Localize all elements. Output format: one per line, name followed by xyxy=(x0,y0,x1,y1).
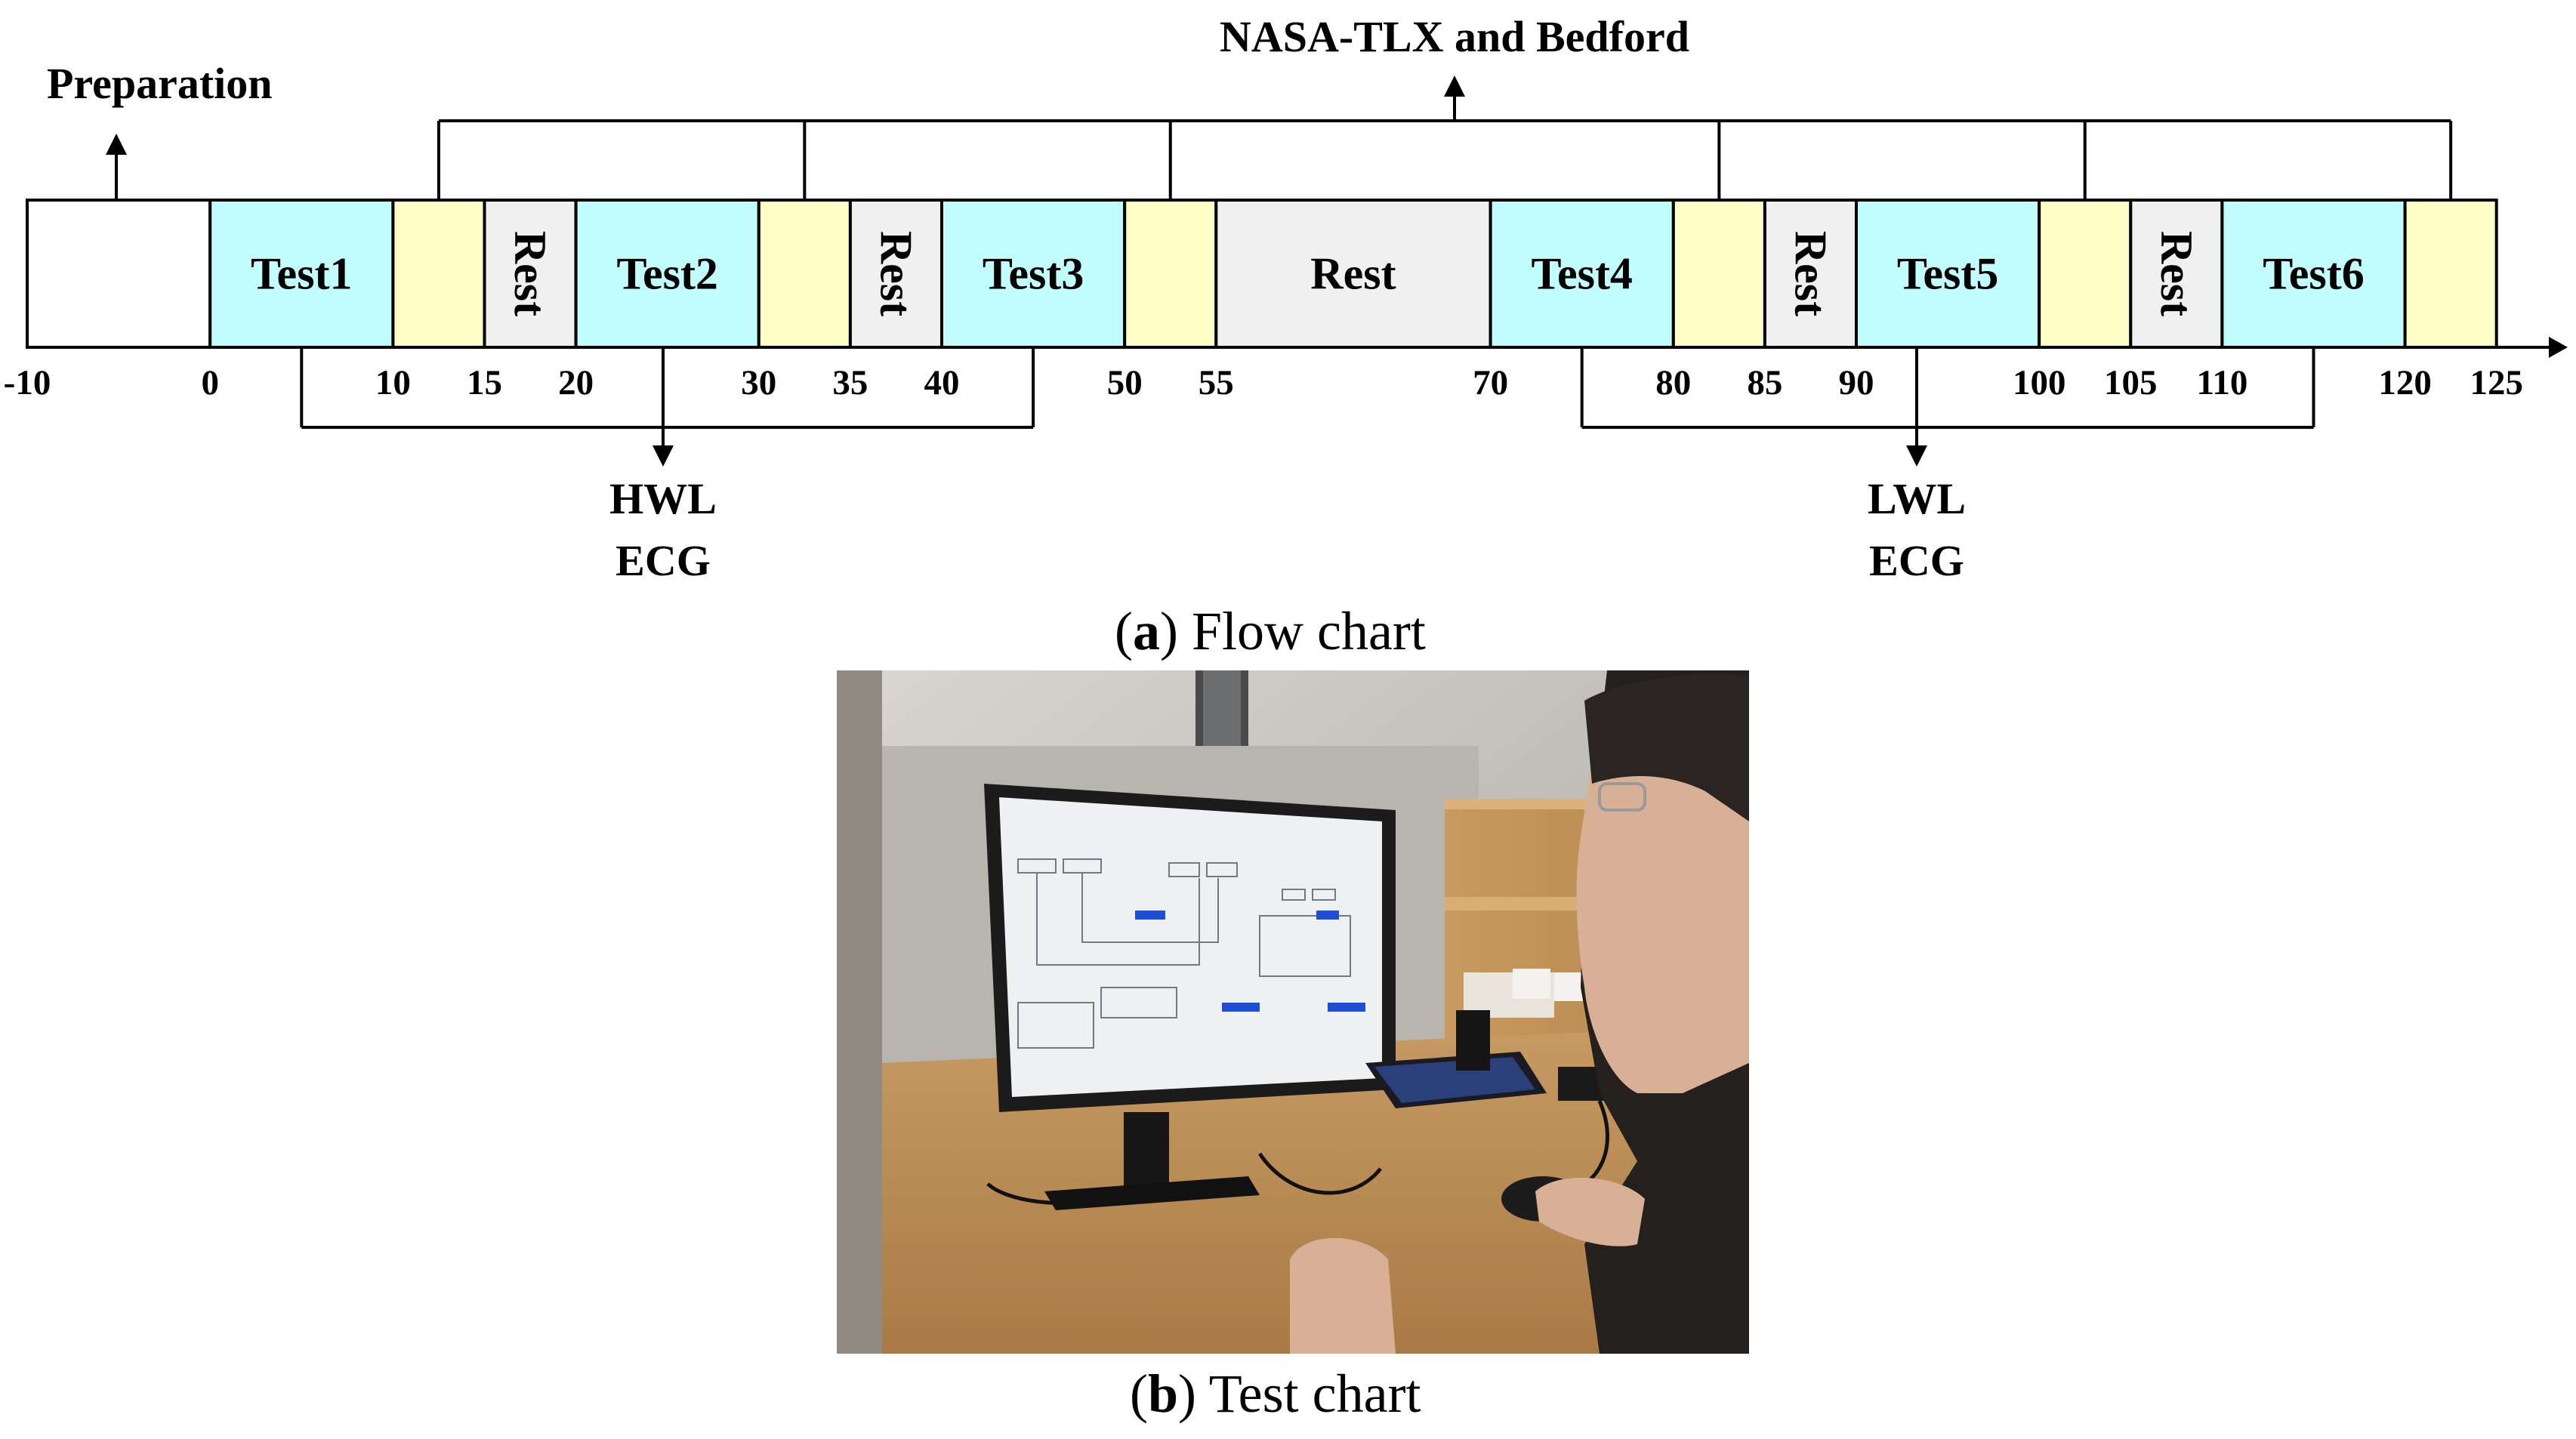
caption-a-text: Flow chart xyxy=(1191,601,1426,661)
segment-rest xyxy=(1214,199,1492,349)
questionnaire-label: NASA-TLX and Bedford xyxy=(1220,12,1689,61)
tick-label: 70 xyxy=(1473,363,1508,402)
caption-a: (a) Flow chart xyxy=(1115,601,1426,661)
tick-label: 100 xyxy=(2013,363,2066,402)
caption-b-letter: b xyxy=(1147,1364,1179,1424)
timeline-segments: Test1 Rest Test2 Rest Test3 Rest Test4 Rest Test… xyxy=(26,199,2498,349)
tick-label: 105 xyxy=(2104,363,2158,402)
tick-label: 120 xyxy=(2378,363,2432,402)
segment-label: Rest xyxy=(1785,231,1835,316)
tick-label: 15 xyxy=(467,363,502,402)
segment-survey xyxy=(757,199,852,349)
segment-rest xyxy=(2129,199,2224,349)
tick-label: 30 xyxy=(741,363,776,402)
segment-label: Rest xyxy=(505,231,555,316)
tick-label: 20 xyxy=(558,363,594,402)
tick-label: 40 xyxy=(924,363,960,402)
segment-survey xyxy=(391,199,486,349)
tick-label: 10 xyxy=(375,363,411,402)
segment-test xyxy=(208,199,395,349)
caption-b-text: Test chart xyxy=(1208,1364,1421,1424)
arrow-down-icon xyxy=(1906,445,1927,467)
segment-label: Test4 xyxy=(1531,249,1632,299)
group-label: ECG xyxy=(1869,536,1964,585)
segment-label: Test5 xyxy=(1897,249,1998,299)
segment-label: Test2 xyxy=(616,249,717,299)
experiment-flow-chart: Test1 Rest Test2 Rest Test3 Rest Test4 Rest Test… xyxy=(4,12,2568,585)
axis-arrow-icon xyxy=(2549,337,2568,358)
tick-label: 85 xyxy=(1747,363,1782,402)
arrow-down-icon xyxy=(652,445,674,467)
segment-prep xyxy=(26,199,212,349)
tick-label: 90 xyxy=(1839,363,1874,402)
segment-label: Test3 xyxy=(983,249,1084,299)
tick-label: 55 xyxy=(1199,363,1234,402)
tick-label: -10 xyxy=(4,363,51,402)
tick-label: 110 xyxy=(2196,363,2247,402)
segment-rest xyxy=(483,199,578,349)
segment-rest xyxy=(1763,199,1858,349)
segment-test xyxy=(574,199,760,349)
wall-socket xyxy=(1513,969,1550,999)
tick-label: 50 xyxy=(1107,363,1143,402)
segment-label: Rest xyxy=(871,231,921,316)
tablet xyxy=(1365,1010,1547,1108)
power-adapter xyxy=(1558,1067,1603,1101)
segment-label: Rest xyxy=(1310,249,1396,299)
group-label: ECG xyxy=(615,536,711,585)
segment-survey xyxy=(2403,199,2498,349)
tick-label: 35 xyxy=(832,363,868,402)
segment-label: Test1 xyxy=(251,249,352,299)
arrow-up-icon xyxy=(106,134,127,155)
brackets: HWL ECG LWL ECG xyxy=(106,75,2453,585)
segment-survey xyxy=(1671,199,1766,349)
caption-a-letter: a xyxy=(1132,601,1160,661)
group-label: HWL xyxy=(609,474,717,523)
desk xyxy=(882,1025,1749,1354)
tick-label: 0 xyxy=(201,363,219,402)
group-label: LWL xyxy=(1868,474,1966,523)
tick-label: 80 xyxy=(1655,363,1691,402)
person xyxy=(1290,670,1749,1354)
segment-label: Rest xyxy=(2152,231,2201,316)
caption-b: (b) Test chart xyxy=(1130,1364,1421,1424)
segment-survey xyxy=(1123,199,1218,349)
segment-label: Test6 xyxy=(2263,249,2364,299)
tick-label: 125 xyxy=(2470,363,2523,402)
segment-survey xyxy=(2038,199,2133,349)
time-axis: -10 0 10 15 20 30 35 40 50 55 70 80 85 90 100 105 110 120… xyxy=(4,337,2568,402)
preparation-label: Preparation xyxy=(47,59,273,108)
monitor xyxy=(984,784,1396,1210)
arrow-up-icon xyxy=(1444,75,1465,97)
test-setup-photo xyxy=(837,670,1749,1354)
